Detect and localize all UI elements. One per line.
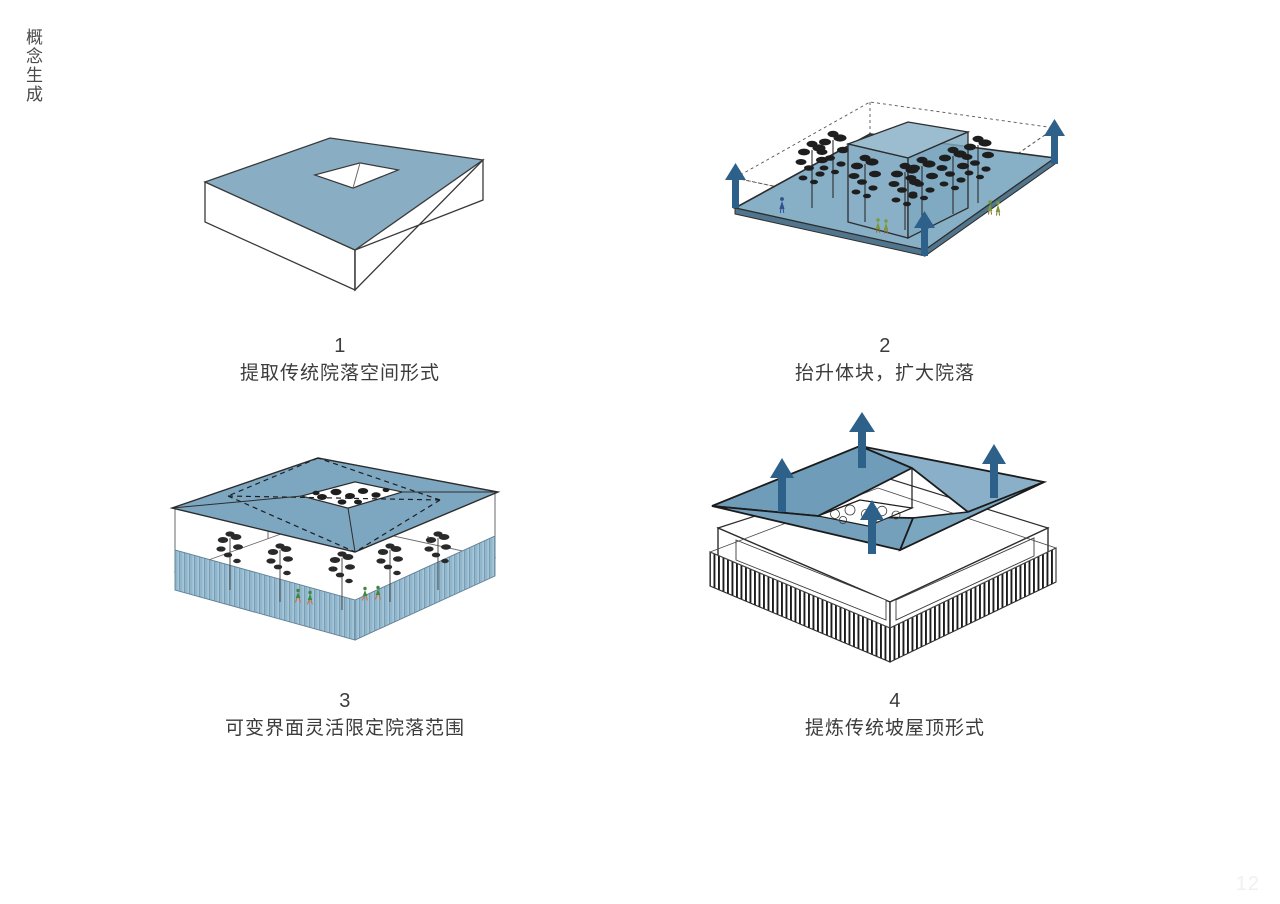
dashed-sightline-group [227,457,441,553]
page-number: 12 [1235,873,1260,895]
diagram-4-caption-text: 提炼传统坡屋顶形式 [804,717,985,739]
diagram-3-figure [169,457,501,641]
diagram-2-step-number: 2 [879,335,891,357]
up-arrow-top [849,412,875,468]
facade-recess-right [895,537,1035,621]
diagram-4-caption: 4 提炼传统坡屋顶形式 [700,688,1090,742]
louver-screen-right [354,535,496,641]
louver-plinth [708,487,1058,663]
diagram-2-figure [725,101,1065,257]
diagram-1-caption-text: 提取传统院落空间形式 [239,362,440,384]
courtyard-inner-corner-line [352,162,361,189]
diagram-3-caption-text: 可变界面灵活限定院落范围 [224,717,465,739]
diagram-2-caption: 2 抬升体块，扩大院落 [700,333,1070,387]
up-arrow-left [725,163,746,208]
up-arrow-right [982,444,1006,498]
courtyard-tree-cluster [312,487,390,505]
lift-arrow-group [770,412,1006,554]
diagram-1-figure [203,137,485,292]
diagram-4-step-number: 4 [889,690,901,712]
diagram-1-step-number: 1 [334,335,346,357]
lift-arrow-group [725,119,1065,256]
up-arrow-left [770,458,794,512]
roof-plane [169,457,501,553]
up-arrow-center [914,211,935,256]
diagram-3-step-number: 3 [339,690,351,712]
facade-recess-left [735,539,887,621]
diagram-3-caption: 3 可变界面灵活限定院落范围 [150,688,540,742]
roof-hip-lines [711,445,1045,551]
section-title: 概念生成 [22,28,43,104]
diagram-2-caption-text: 抬升体块，扩大院落 [794,362,975,384]
diagram-1-caption: 1 提取传统院落空间形式 [150,333,530,387]
up-arrow-right [1044,119,1065,164]
diagram-4-figure [708,412,1058,663]
roof-hip-lines [171,491,498,553]
up-arrow-center [860,500,884,554]
